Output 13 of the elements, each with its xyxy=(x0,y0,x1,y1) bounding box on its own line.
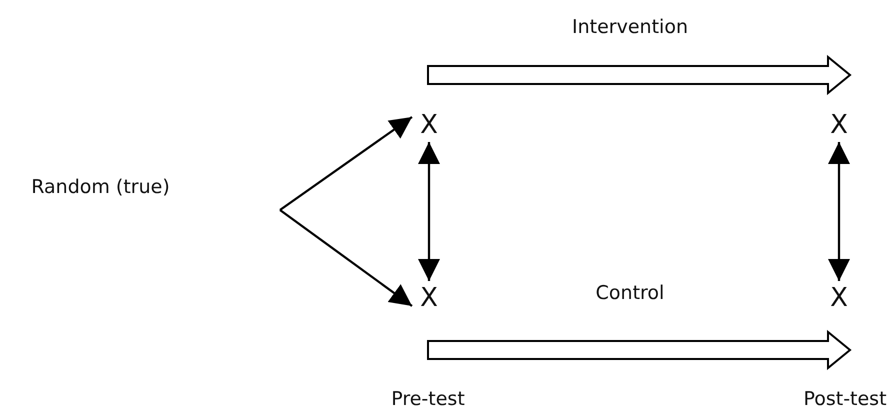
measurement-mark: X xyxy=(822,281,856,315)
group-label: Random (true) xyxy=(8,170,193,204)
group-label: Control xyxy=(596,282,664,304)
measurement-mark: X xyxy=(822,108,856,142)
group-label: Intervention xyxy=(572,16,688,38)
time-label: Pre-test xyxy=(391,388,465,410)
measurement-mark: X xyxy=(412,108,446,142)
arrow xyxy=(828,142,850,281)
measurement-mark: X xyxy=(412,281,446,315)
arrow xyxy=(418,142,440,281)
arrow xyxy=(279,116,413,211)
arrow xyxy=(279,209,413,307)
time-label: Post-test xyxy=(803,388,887,410)
